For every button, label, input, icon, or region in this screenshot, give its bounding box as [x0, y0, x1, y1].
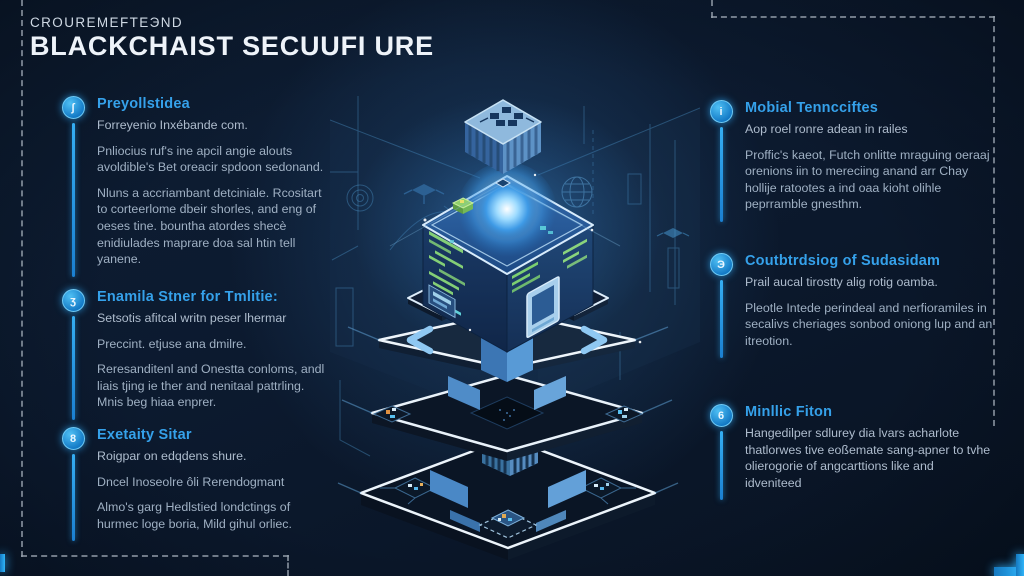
section-paragraph: Reresanditenl and Onestta conloms, andl … — [97, 362, 325, 410]
core-pillar — [481, 338, 533, 382]
section-text-block: Coutbtrdsiog of Sudasidam Prail aucal ti… — [745, 253, 993, 358]
section-paragraph: Pnliocius ruf's ine apcil angie alouts a… — [97, 143, 324, 175]
bracket-left — [406, 325, 434, 355]
accent-bar — [71, 123, 75, 277]
platform-connector-lines — [337, 326, 679, 494]
title-block: CROUREMEFTEЭND BLACKCHAIST SECUUFI URE — [30, 15, 434, 62]
energy-orb — [477, 182, 537, 242]
section-text-block: Mobial Tenncciftes Aop roel ronre adean … — [745, 100, 993, 222]
guide-right-vertical — [993, 16, 995, 426]
section-right-2: Э Coutbtrdsiog of Sudasidam Prail aucal … — [709, 253, 993, 359]
section-heading: Coutbtrdsiog of Sudasidam — [745, 253, 941, 269]
corner-chips — [380, 477, 636, 505]
section-left-2: ʒ Enamila Stner for Tmlitie: Setsotis af… — [61, 289, 325, 421]
connector-node — [494, 178, 512, 188]
bracket-right — [580, 325, 608, 355]
section-badge-icon: 8 — [61, 427, 85, 450]
badge-glyph: 6 — [717, 409, 725, 422]
pillar-wedge — [430, 470, 468, 508]
section-heading: Mobial Tenncciftes — [745, 100, 879, 116]
guide-top-right-horizontal — [711, 16, 995, 18]
guide-bottom-left-vertical — [287, 555, 289, 576]
corner-accent-bottom-right — [994, 567, 1024, 576]
badge-glyph: Э — [717, 258, 725, 271]
section-badge-icon: 6 — [709, 404, 733, 427]
section-paragraph: Aop roel ronre adean in railes — [745, 122, 908, 136]
guide-top-right-vertical — [711, 0, 713, 18]
green-chip — [451, 197, 475, 214]
section-left-3: 8 Exetaity Sitar Roigpar on edqdens shur… — [61, 427, 325, 542]
section-paragraph: Preccint. etjuse ana dmilre. — [97, 336, 247, 351]
layer-platform-bottom — [359, 436, 657, 560]
accent-bar — [719, 431, 723, 501]
circuit-pattern — [479, 107, 535, 126]
badge-glyph: ʃ — [71, 101, 75, 114]
section-right-1: i Mobial Tenncciftes Aop roel ronre adea… — [709, 100, 993, 223]
section-rail: i — [709, 100, 733, 223]
section-text-block: Enamila Stner for Tmlitie: Setsotis afit… — [97, 289, 325, 420]
section-left-1: ʃ Preyollstidea Forreyenio Inxébande com… — [61, 96, 325, 277]
accent-bar — [71, 316, 75, 421]
core-cube — [422, 162, 594, 353]
vault-door — [526, 276, 560, 339]
label-panel — [428, 284, 456, 319]
pillar-wedge — [548, 470, 586, 508]
section-right-3: 6 Minllic Fiton Hangedilper sdlurey dia … — [709, 404, 993, 501]
pillar-wedge — [534, 376, 566, 410]
section-paragraph: Dncel Inoseolre ôli Rerendogmant — [97, 474, 285, 489]
layer-platform-middle — [370, 373, 644, 461]
section-paragraph: Prail aucal tirostty alig rotig oamba. — [745, 275, 938, 289]
section-paragraph: Almo's garg Hedlstied londctings of hurm… — [97, 500, 292, 531]
section-heading: Preyollstidea — [97, 96, 190, 112]
accent-bar — [71, 454, 75, 542]
section-heading: Minllic Fiton — [745, 404, 833, 420]
section-rail: 8 — [61, 427, 85, 542]
section-heading: Exetaity Sitar — [97, 427, 192, 443]
badge-glyph: i — [719, 105, 723, 118]
eyebrow-text: CROUREMEFTEЭND — [30, 15, 184, 30]
section-paragraph: Proffic's kaeot, Futch onlitte mraguing … — [745, 147, 990, 212]
section-badge-icon: Э — [709, 253, 733, 276]
section-rail: ʃ — [61, 96, 85, 277]
floating-data-cube — [464, 99, 542, 174]
section-paragraph: Setsotis afitcal writn peser lhermar — [97, 311, 287, 325]
section-rail: Э — [709, 253, 733, 359]
corner-chips — [372, 405, 644, 423]
section-paragraph: Roigpar on edqdens shure. — [97, 449, 247, 463]
section-paragraph: Forreyenio Inxébande com. — [97, 118, 248, 132]
badge-glyph: ʒ — [70, 294, 76, 307]
accent-bar — [719, 280, 723, 359]
section-text-block: Exetaity Sitar Roigpar on edqdens shure.… — [97, 427, 325, 541]
section-rail: ʒ — [61, 289, 85, 421]
corner-accent-bottom-left — [0, 554, 5, 572]
blockchain-stack-illustration — [330, 96, 700, 560]
pillar-wedge — [448, 376, 480, 410]
page-title: BLACKCHAIST SECUUFI URE — [30, 31, 434, 61]
section-text-block: Preyollstidea Forreyenio Inxébande com. … — [97, 96, 325, 277]
guide-bottom-left-horizontal — [21, 555, 289, 557]
corner-accent-bottom-right-v — [1016, 554, 1024, 576]
section-paragraph: Hangedilper sdlurey dia lvars acharlote … — [745, 426, 991, 490]
section-badge-icon: i — [709, 100, 733, 123]
guide-left-vertical — [21, 0, 23, 557]
badge-glyph: 8 — [69, 432, 77, 445]
wireframe-lines — [389, 182, 621, 247]
section-badge-icon: ʒ — [61, 289, 85, 312]
accent-bar — [719, 127, 723, 223]
sparkles — [423, 173, 642, 344]
bottom-chip — [478, 509, 538, 539]
section-rail: 6 — [709, 404, 733, 501]
section-text-block: Minllic Fiton Hangedilper sdlurey dia lv… — [745, 404, 993, 500]
section-heading: Enamila Stner for Tmlitie: — [97, 289, 278, 305]
section-paragraph: Nluns a accriambant detciniale. Rcositar… — [97, 185, 322, 267]
section-paragraph: Pleotle Intede perindeal and nerfioramil… — [745, 300, 993, 348]
section-badge-icon: ʃ — [61, 96, 85, 119]
